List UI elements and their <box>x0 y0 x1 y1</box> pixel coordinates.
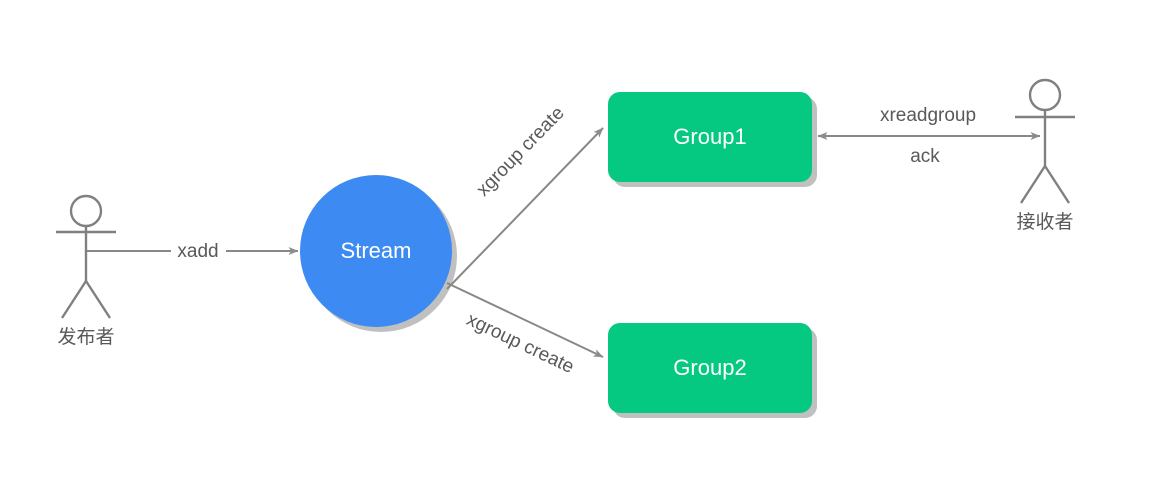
receiver-label: 接收者 <box>1016 211 1073 233</box>
group1-node-rect[interactable] <box>608 92 812 182</box>
group2-node-label: Group2 <box>673 355 746 380</box>
edge-publisher-to-stream: xadd <box>86 241 299 262</box>
receiver-leg-right-icon <box>1043 165 1071 204</box>
publisher-head-icon <box>69 194 103 228</box>
edge-label-xgroup-create-2: xgroup create <box>463 309 577 378</box>
group2-node-rect[interactable] <box>608 323 812 413</box>
receiver-head-icon <box>1028 78 1062 112</box>
receiver-leg-left-icon <box>1019 165 1047 204</box>
edge-stream-to-group2: xgroup create <box>446 282 604 378</box>
edge-stream-to-group1-line <box>446 127 604 290</box>
stream-node-circle[interactable] <box>300 175 452 327</box>
edge-stream-to-group1: xgroup create <box>446 103 604 290</box>
node-group1[interactable]: Group1 <box>608 92 812 182</box>
actor-publisher[interactable]: 发布者 <box>56 194 116 348</box>
edge-label-xgroup-create-1: xgroup create <box>473 103 569 201</box>
publisher-leg-right-icon <box>84 280 112 319</box>
edge-label-ack: ack <box>910 146 940 167</box>
node-stream[interactable]: Stream <box>300 175 452 327</box>
edge-label-xadd: xadd <box>177 241 218 262</box>
group1-node-label: Group1 <box>673 124 746 149</box>
publisher-label: 发布者 <box>57 326 114 348</box>
stream-node-label: Stream <box>341 238 412 263</box>
publisher-leg-left-icon <box>60 280 88 319</box>
edge-group1-receiver: xreadgroup ack <box>817 105 1041 167</box>
actor-receiver[interactable]: 接收者 <box>1015 78 1075 233</box>
edge-stream-to-group2-line <box>446 282 604 358</box>
edge-label-xreadgroup: xreadgroup <box>880 105 976 126</box>
node-group2[interactable]: Group2 <box>608 323 812 413</box>
